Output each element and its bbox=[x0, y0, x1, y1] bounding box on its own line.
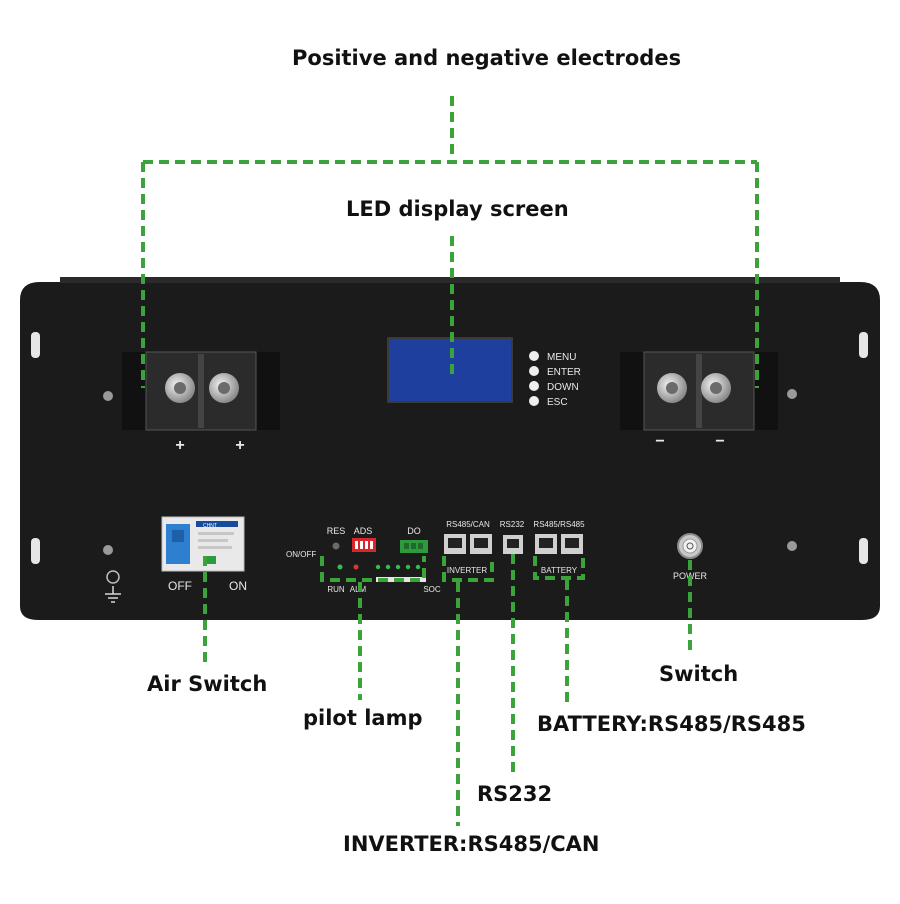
mount-slot bbox=[31, 538, 40, 564]
run-label: RUN bbox=[327, 585, 345, 594]
esc-button-label: ESC bbox=[547, 397, 568, 408]
menu-buttons: MENU ENTER DOWN ESC bbox=[529, 351, 581, 408]
screw-icon bbox=[787, 389, 797, 399]
soc-led bbox=[405, 564, 411, 570]
soc-led bbox=[375, 564, 381, 570]
res-label: RES bbox=[327, 526, 346, 536]
run-led bbox=[337, 564, 343, 570]
callout-rs232: RS232 bbox=[477, 782, 553, 806]
port-rs232-label: RS232 bbox=[500, 520, 525, 529]
breaker-brand: CHNT bbox=[203, 523, 217, 529]
rs232-port[interactable] bbox=[503, 535, 523, 554]
ground-icon bbox=[105, 570, 121, 603]
soc-label: SOC bbox=[423, 585, 441, 594]
down-button[interactable] bbox=[529, 381, 539, 391]
battery-port-rs485-rs485[interactable] bbox=[535, 534, 583, 554]
soc-led bbox=[395, 564, 401, 570]
battery-tag: BATTERY bbox=[541, 566, 578, 575]
panel-top-edge bbox=[60, 277, 840, 283]
down-button-label: DOWN bbox=[547, 382, 579, 393]
battery-port-leader bbox=[533, 556, 585, 580]
breaker-off-label: OFF bbox=[168, 579, 192, 593]
mount-slot bbox=[31, 332, 40, 358]
screw-icon bbox=[103, 545, 113, 555]
dip-switch[interactable] bbox=[352, 538, 376, 552]
menu-button[interactable] bbox=[529, 351, 539, 361]
screw-icon bbox=[103, 391, 113, 401]
negative-terminal-block bbox=[620, 351, 778, 431]
callout-battery-port: BATTERY:RS485/RS485 bbox=[537, 712, 806, 736]
inverter-port-leader bbox=[442, 556, 494, 582]
positive-mark: + bbox=[235, 437, 244, 454]
mount-slot bbox=[859, 538, 868, 564]
esc-button[interactable] bbox=[529, 396, 539, 406]
power-icon bbox=[686, 542, 694, 550]
pilot-lamps bbox=[337, 564, 421, 570]
soc-led bbox=[415, 564, 421, 570]
enter-button[interactable] bbox=[529, 366, 539, 376]
menu-button-label: MENU bbox=[547, 352, 576, 363]
ads-label: ADS bbox=[354, 526, 373, 536]
callout-pilot-lamp: pilot lamp bbox=[303, 706, 423, 730]
alm-led bbox=[353, 564, 359, 570]
callout-inverter-port: INVERTER:RS485/CAN bbox=[343, 832, 600, 856]
callout-electrodes: Positive and negative electrodes bbox=[292, 46, 682, 70]
negative-mark: − bbox=[655, 433, 664, 450]
callout-switch: Switch bbox=[659, 662, 739, 686]
soc-led bbox=[385, 564, 391, 570]
on-off-label: ON/OFF bbox=[286, 550, 316, 559]
screw-icon bbox=[787, 541, 797, 551]
do-label: DO bbox=[407, 526, 421, 536]
reset-button[interactable] bbox=[332, 542, 340, 550]
negative-mark: − bbox=[715, 433, 724, 450]
inverter-port-rs485-can[interactable] bbox=[444, 534, 492, 554]
positive-terminal-block bbox=[122, 351, 280, 431]
pilot-lamp-leader bbox=[320, 556, 426, 582]
enter-button-label: ENTER bbox=[547, 367, 581, 378]
inverter-tag: INVERTER bbox=[447, 566, 488, 575]
port-rs485-rs485-label: RS485/RS485 bbox=[533, 520, 585, 529]
callout-led-screen: LED display screen bbox=[346, 197, 569, 221]
leader-lines bbox=[141, 96, 759, 826]
do-connector[interactable] bbox=[400, 540, 428, 553]
power-switch[interactable] bbox=[677, 533, 703, 559]
callout-air-switch: Air Switch bbox=[147, 672, 268, 696]
positive-mark: + bbox=[175, 437, 184, 454]
breaker-on-label: ON bbox=[229, 579, 247, 593]
mount-slot bbox=[859, 332, 868, 358]
port-rs485-can-label: RS485/CAN bbox=[446, 520, 490, 529]
